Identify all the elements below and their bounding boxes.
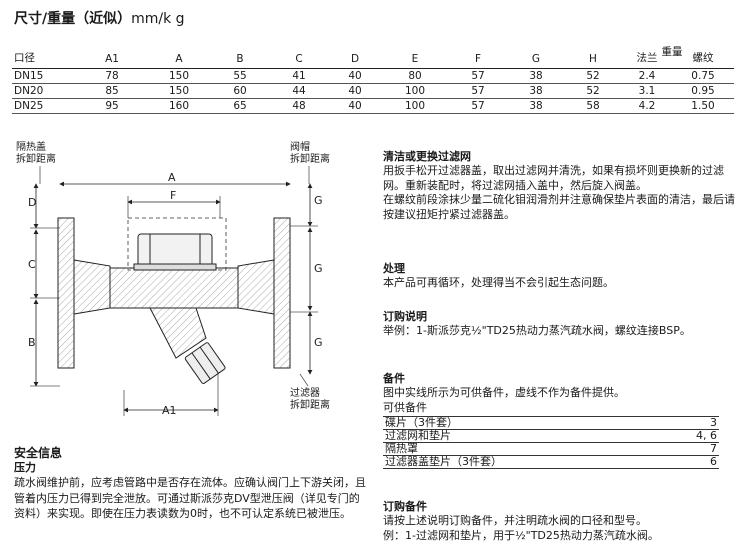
- col-header: A: [148, 44, 210, 69]
- disposal-section: 处理 本产品可再循环，处理得当不会引起生态问题。: [383, 262, 735, 291]
- page-title: 尺寸/重量（近似）mm/k g: [14, 8, 185, 28]
- col-header: D: [328, 44, 382, 69]
- dim-label-g-bottom: G: [314, 336, 323, 349]
- weight-title: 重量: [661, 46, 683, 58]
- disposal-text: 本产品可再循环，处理得当不会引起生态问题。: [383, 276, 614, 289]
- dim-label-c: C: [28, 258, 36, 271]
- spares-text: 图中实线所示为可供备件，虚线不作为备件提供。: [383, 386, 625, 399]
- order-spares-p2: 例：1-过滤网和垫片，用于½"TD25热动力蒸汽疏水阀。: [383, 528, 659, 542]
- safety-text: 疏水阀维护前，应考虑管路中是否存在流体。应确认阀门上下游关闭，且管着内压力已得到…: [14, 476, 366, 520]
- order-heading: 订购说明: [383, 310, 427, 323]
- order-spares-p1: 请按上述说明订购备件，并注明疏水阀的口径和型号。: [383, 514, 647, 527]
- screen-label-1: 过滤器: [290, 388, 320, 399]
- cleaning-p2: 在螺纹前段涂抹少量二硫化钼润滑剂并注意确保垫片表面的清洁，最后请按建议扭矩拧紧过…: [383, 193, 735, 221]
- col-header: A1: [76, 44, 148, 69]
- cleaning-p1: 用扳手松开过滤器盖，取出过滤网并清洗，如果有损坏则更换新的过滤网。重新装配时，将…: [383, 164, 724, 192]
- col-header: G: [508, 44, 564, 69]
- dim-label-d: D: [28, 196, 36, 209]
- col-header: E: [382, 44, 448, 69]
- table-row: 过滤器盖垫片（3件套）6: [383, 455, 719, 469]
- steam-trap-drawing: 隔热盖 拆卸距离 阀帽 拆卸距离 过滤器 拆卸距离: [0, 138, 370, 438]
- table-row: 碟片（3件套）3: [383, 416, 719, 430]
- dim-label-g-mid: G: [314, 262, 323, 275]
- dim-label-a1: A1: [162, 404, 177, 417]
- screen-label-2: 拆卸距离: [290, 400, 330, 411]
- order-spares-section: 订购备件 请按上述说明订购备件，并注明疏水阀的口径和型号。 例：1-过滤网和垫片…: [383, 500, 735, 543]
- cleaning-section: 清洁或更换过滤网 用扳手松开过滤器盖，取出过滤网并清洗，如果有损坏则更换新的过滤…: [383, 150, 735, 222]
- col-header: F: [448, 44, 508, 69]
- dim-label-f: F: [170, 189, 176, 202]
- order-text: 举例：1-斯派莎克½"TD25热动力蒸汽疏水阀，螺纹连接BSP。: [383, 324, 691, 337]
- drawing-svg: A F D C B G G G A1: [28, 166, 323, 417]
- title-main: 尺寸/重量（近似）: [14, 11, 132, 27]
- col-header: B: [210, 44, 270, 69]
- spares-heading: 备件: [383, 372, 405, 385]
- col-header: H: [564, 44, 622, 69]
- col-header: 口径: [12, 44, 76, 69]
- disposal-heading: 处理: [383, 262, 405, 275]
- col-header-screwed: 螺纹: [672, 44, 734, 69]
- cap-label-1: 阀帽: [290, 142, 310, 153]
- cleaning-heading: 清洁或更换过滤网: [383, 150, 471, 163]
- cap-label-2: 拆卸距离: [290, 154, 330, 165]
- spares-section: 备件 图中实线所示为可供备件，虚线不作为备件提供。 可供备件 碟片（3件套）3 …: [383, 372, 735, 469]
- dim-label-b: B: [28, 336, 36, 349]
- safety-section: 安全信息 压力 疏水阀维护前，应考虑管路中是否存在流体。应确认阀门上下游关闭，且…: [14, 446, 366, 522]
- order-section: 订购说明 举例：1-斯派莎克½"TD25热动力蒸汽疏水阀，螺纹连接BSP。: [383, 310, 735, 339]
- safety-subheading: 压力: [14, 461, 36, 474]
- spares-list-title: 可供备件: [383, 400, 427, 414]
- title-unit: mm/k g: [131, 11, 185, 27]
- col-header-flanged: 重量 法兰: [622, 44, 683, 69]
- safety-heading: 安全信息: [14, 446, 63, 460]
- dim-label-g-top: G: [314, 194, 323, 207]
- insulation-label-1: 隔热盖: [16, 142, 46, 153]
- dim-label-a: A: [168, 171, 176, 184]
- insulation-label-2: 拆卸距离: [16, 154, 56, 165]
- order-spares-heading: 订购备件: [383, 500, 427, 513]
- col-header: C: [270, 44, 328, 69]
